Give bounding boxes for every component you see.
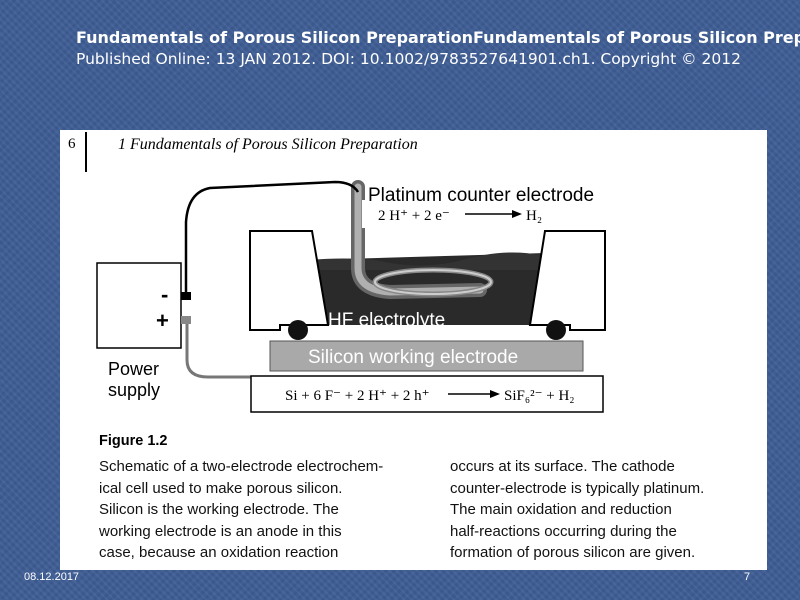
caption-line: working electrode is an anode in this (99, 522, 342, 540)
caption-line: The main oxidation and reduction (450, 501, 672, 519)
plus-sign: + (156, 308, 169, 333)
publication-info: Published Online: 13 JAN 2012. DOI: 10.1… (76, 50, 741, 68)
caption-line: ical cell used to make porous silicon. (99, 479, 343, 497)
power-supply-label-2: supply (108, 380, 160, 400)
wire-positive (185, 320, 270, 379)
working-electrode-label: Silicon working electrode (308, 347, 518, 368)
caption-line: occurs at its surface. The cathode (450, 458, 675, 475)
slide-header: Fundamentals of Porous Silicon Preparati… (76, 28, 800, 69)
silicon-working-electrode (269, 340, 584, 372)
power-supply (96, 262, 182, 349)
book-page-image: 6 1 Fundamentals of Porous Silicon Prepa… (60, 130, 767, 570)
electrolyte-label: HF electrolyte (328, 310, 445, 331)
o-ring-right (546, 320, 566, 340)
caption-left-column: Schematic of a two-electrode electrochem… (99, 456, 439, 564)
caption-line: counter-electrode is typically platinum. (450, 479, 705, 497)
wire-negative (184, 180, 360, 296)
anode-reaction-lhs: Si + 6 F⁻ + 2 H⁺ + 2 h⁺ (285, 388, 430, 404)
figure-label: Figure 1.2 (99, 433, 168, 449)
caption-line: Schematic of a two-electrode electrochem… (99, 458, 384, 475)
caption-line: case, because an oxidation reaction (99, 544, 339, 562)
running-head: 1 Fundamentals of Porous Silicon Prepara… (118, 136, 418, 153)
slide-number: 7 (744, 571, 751, 583)
cell-wall-left (249, 230, 330, 331)
cathode-reaction-rhs: H₂ (526, 208, 542, 224)
caption-line: Silicon is the working electrode. The (99, 501, 339, 519)
power-supply-label-1: Power (108, 359, 159, 379)
o-ring-left (288, 320, 308, 340)
electrochemical-cell-diagram: Platinum counter electrode 2 H⁺ + 2 e⁻ H… (96, 180, 618, 413)
anode-reaction-box (250, 375, 604, 413)
positive-terminal (181, 316, 191, 324)
page-divider (85, 132, 87, 172)
caption-line: formation of porous silicon are given. (450, 544, 696, 562)
negative-terminal (181, 292, 191, 300)
cathode-reaction-lhs: 2 H⁺ + 2 e⁻ (378, 208, 450, 224)
cell-wall-right (528, 230, 606, 331)
slide-date: 08.12.2017 (24, 571, 80, 583)
caption-line: half-reactions occurring during the (450, 522, 677, 540)
minus-sign: - (161, 282, 168, 307)
anode-reaction-rhs: SiF₆²⁻ + H₂ (504, 388, 575, 404)
counter-electrode-label: Platinum counter electrode (368, 185, 594, 206)
book-page-number: 6 (68, 136, 76, 152)
slide-title: Fundamentals of Porous Silicon Preparati… (76, 28, 800, 47)
caption-right-column: occurs at its surface. The cathode counte… (450, 456, 790, 564)
